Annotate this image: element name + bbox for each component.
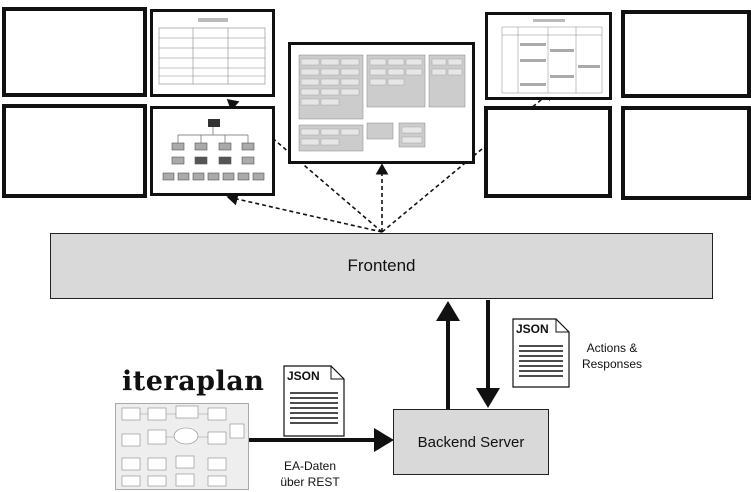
table-thumbnail	[158, 18, 266, 85]
ea-data-label: EA-Daten über REST	[280, 459, 340, 490]
frontend-label: Frontend	[347, 256, 416, 275]
json-doc-label: JSON	[287, 369, 320, 383]
screen-center-grid	[288, 42, 475, 164]
screen-top-right	[621, 10, 751, 98]
screen-tree-view	[150, 106, 275, 196]
screen-bottom-right	[621, 106, 751, 200]
screen-bottom-left	[2, 104, 147, 198]
screen-top-left	[2, 7, 147, 97]
screen-right-middle	[484, 106, 612, 198]
dashed-arrow-to-tree-screen	[226, 192, 383, 233]
backend-server-label: Backend Server	[417, 433, 525, 451]
frontend-box: Frontend	[50, 233, 713, 299]
iteraplan-diagram-thumbnail	[121, 405, 245, 487]
json-document-ea: JSON	[283, 365, 345, 437]
backend-server-box: Backend Server	[393, 409, 549, 475]
document-icon	[512, 318, 570, 388]
screen-table-view	[150, 9, 275, 97]
matrix-thumbnail	[501, 19, 603, 94]
actions-responses-label: Actions & Responses	[581, 341, 643, 372]
json-doc-label: JSON	[516, 322, 549, 336]
iteraplan-logo: iteraplan	[122, 366, 265, 397]
json-document-actions: JSON	[512, 318, 570, 388]
grid-thumbnail	[298, 54, 466, 152]
document-icon	[283, 365, 345, 437]
screen-matrix-view	[485, 12, 612, 100]
iteraplan-screenshot	[115, 403, 249, 490]
tree-thumbnail	[162, 119, 265, 181]
